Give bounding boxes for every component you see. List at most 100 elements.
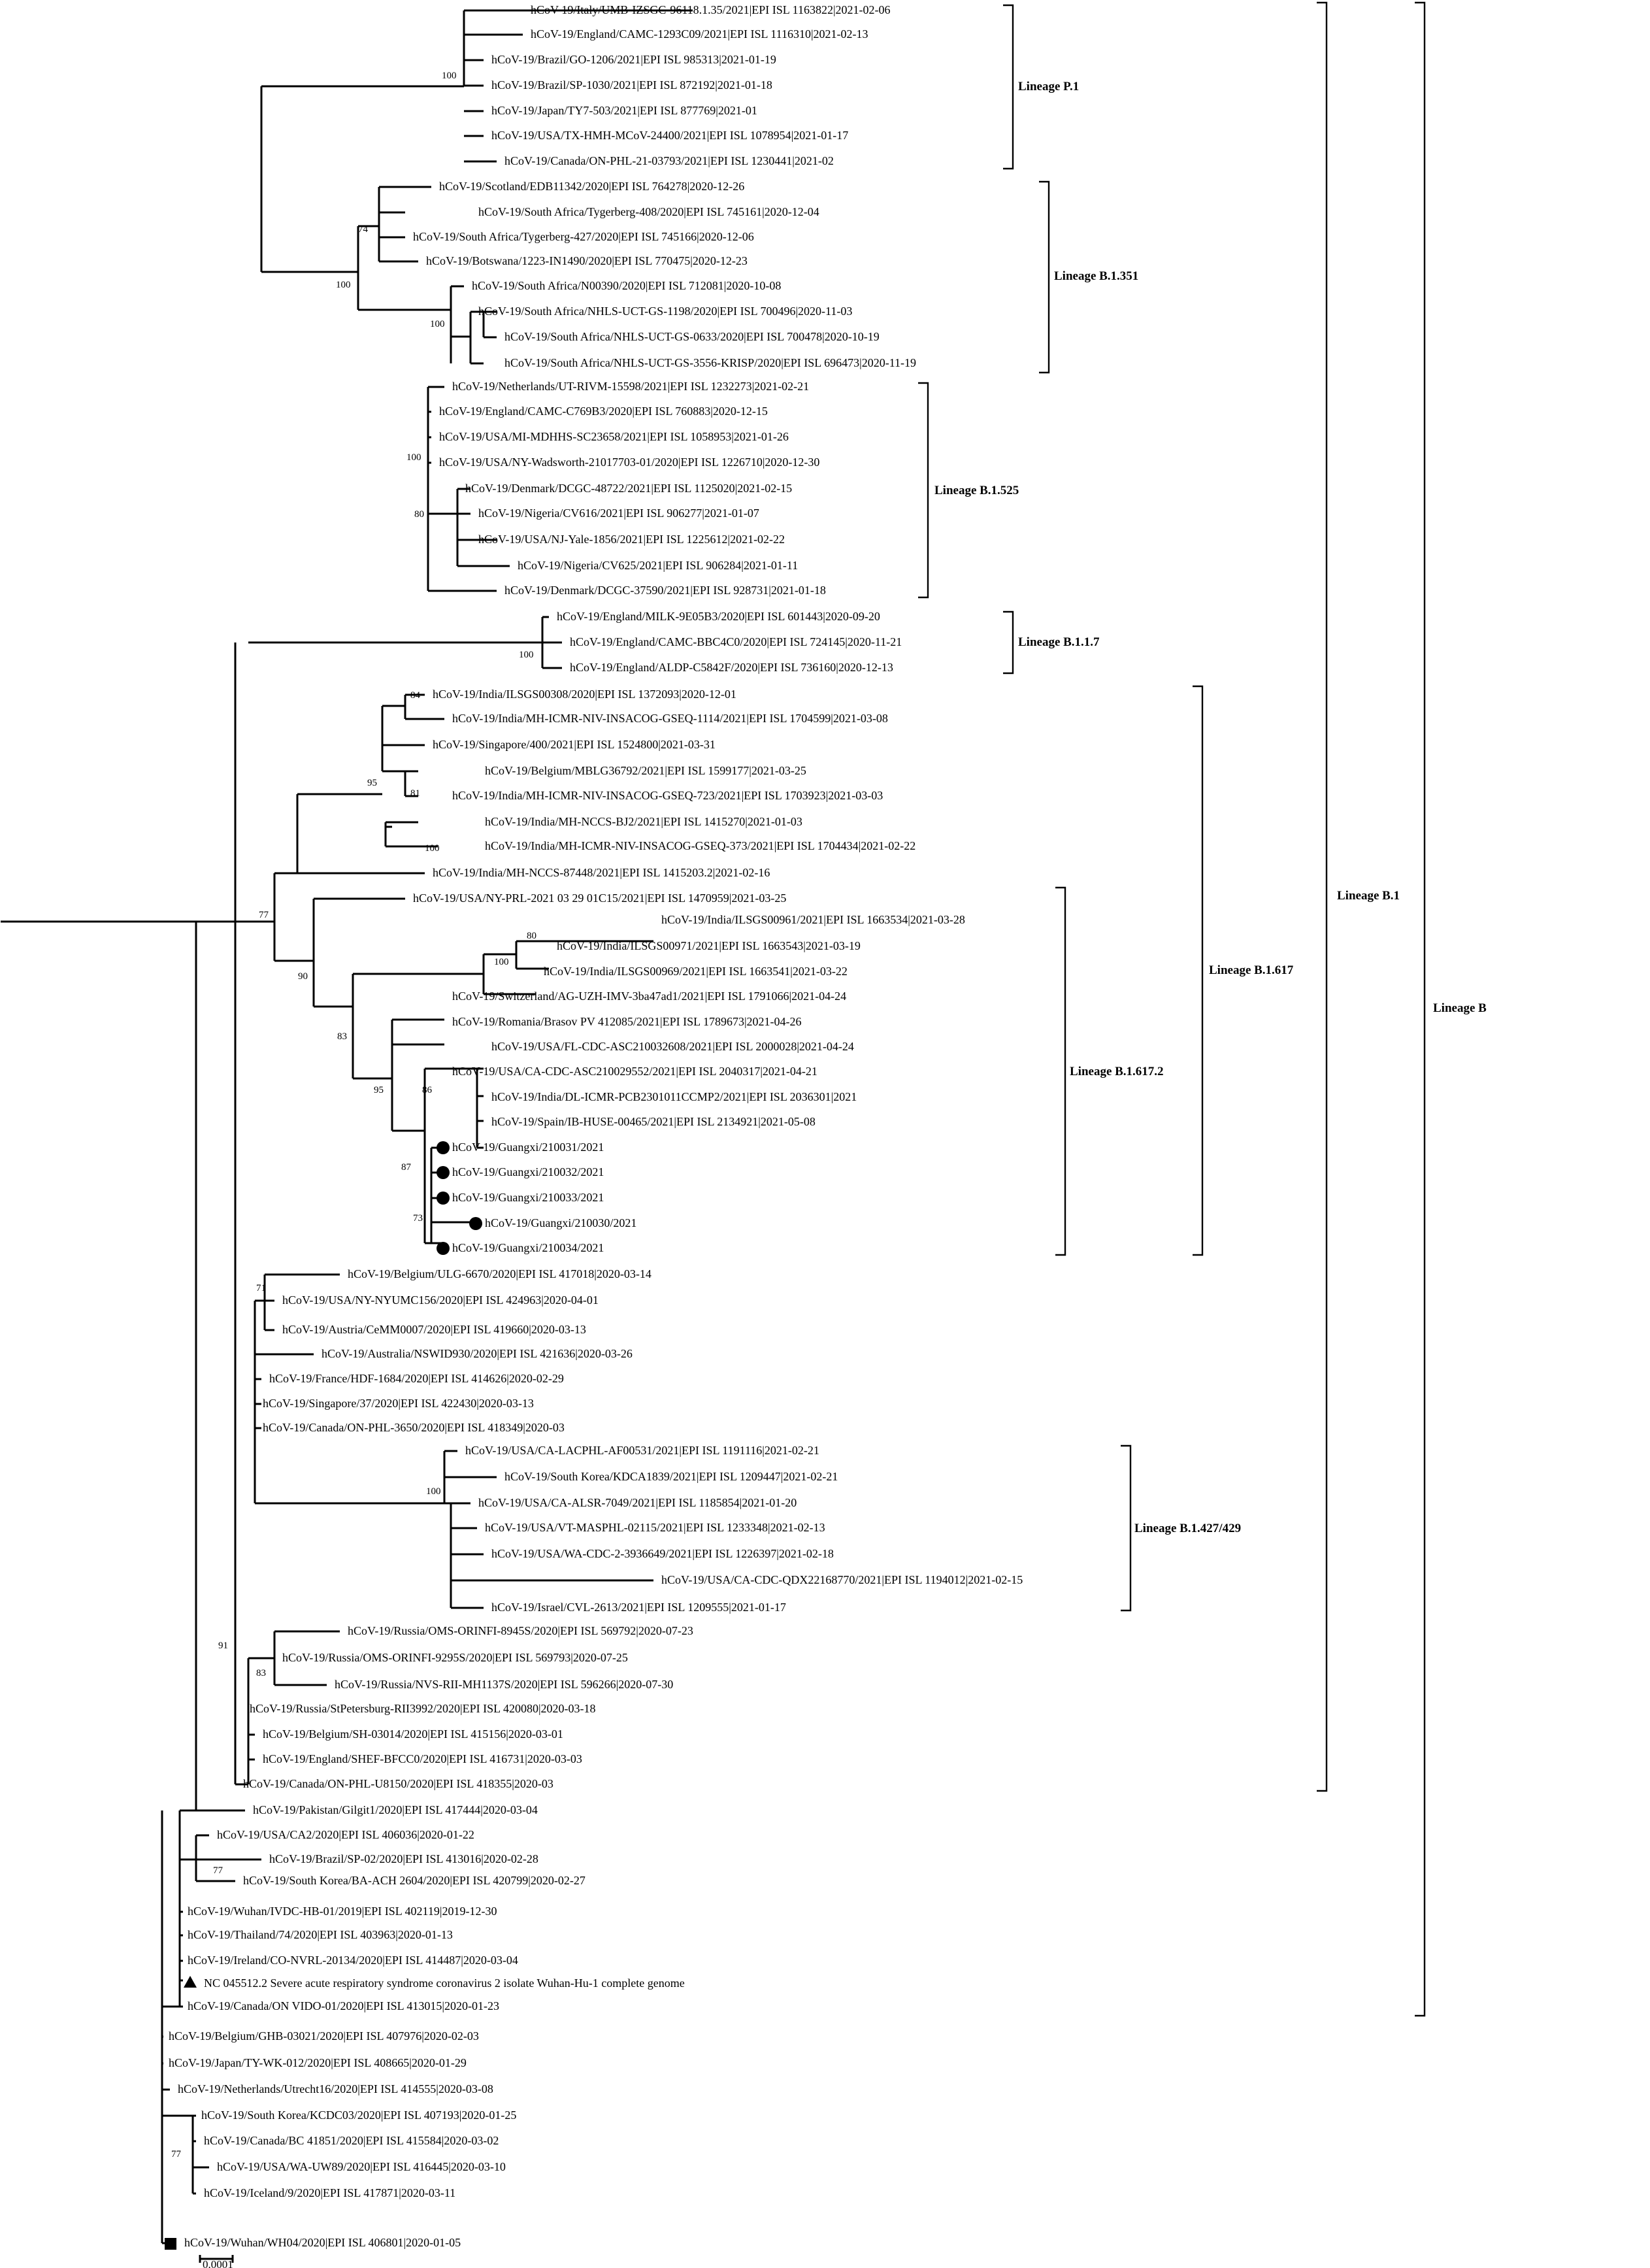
bootstrap-value: 83 xyxy=(337,1031,347,1042)
tip-label: hCoV-19/Brazil/SP-02/2020|EPI ISL 413016… xyxy=(269,1852,538,1865)
bootstrap-value: 91 xyxy=(218,1641,228,1651)
tip-label: hCoV-19/USA/CA2/2020|EPI ISL 406036|2020… xyxy=(217,1828,474,1841)
tip-label: hCoV-19/USA/WA-UW89/2020|EPI ISL 416445|… xyxy=(217,2160,506,2173)
tip-label: hCoV-19/Belgium/ULG-6670/2020|EPI ISL 41… xyxy=(348,1267,652,1280)
lineage-label-b1427: Lineage B.1.427/429 xyxy=(1134,1522,1241,1535)
tip-label: hCoV-19/Nigeria/CV625/2021|EPI ISL 90628… xyxy=(518,559,798,572)
tip-label: hCoV-19/India/MH-NCCS-87448/2021|EPI ISL… xyxy=(433,866,770,879)
tip-label: hCoV-19/Spain/IB-HUSE-00465/2021|EPI ISL… xyxy=(491,1115,816,1128)
scale-bar: 0.0001 xyxy=(199,2255,234,2268)
bracket-b1 xyxy=(1317,1,1328,1792)
bootstrap-value: 87 xyxy=(401,1162,412,1173)
bracket-b1617 xyxy=(1193,685,1204,1256)
tip-label: hCoV-19/Russia/OMS-ORINFI-8945S/2020|EPI… xyxy=(348,1624,693,1637)
tip-label: hCoV-19/Guangxi/210033/2021 xyxy=(452,1191,604,1204)
bootstrap-value: 81 xyxy=(410,788,420,799)
lineage-label-b1617: Lineage B.1.617 xyxy=(1209,963,1294,977)
tip-label: hCoV-19/India/ILSGS00971/2021|EPI ISL 16… xyxy=(557,939,861,952)
tip-label: hCoV-19/USA/NY-NYUMC156/2020|EPI ISL 424… xyxy=(282,1293,599,1307)
tip-label: hCoV-19/South Africa/Tygerberg-408/2020|… xyxy=(478,205,819,218)
tip-label: hCoV-19/Singapore/400/2021|EPI ISL 15248… xyxy=(433,738,716,751)
tip-label: hCoV-19/Russia/StPetersburg-RII3992/2020… xyxy=(250,1702,596,1715)
tip-label: hCoV-19/Wuhan/WH04/2020|EPI ISL 406801|2… xyxy=(184,2236,461,2249)
tip-label: hCoV-19/Brazil/SP-1030/2021|EPI ISL 8721… xyxy=(491,78,772,92)
bootstrap-value: 71 xyxy=(256,1283,266,1293)
bootstrap-value: 83 xyxy=(256,1668,266,1678)
tip-label: hCoV-19/England/CAMC-C769B3/2020|EPI ISL… xyxy=(439,405,768,418)
tip-label: hCoV-19/South Africa/NHLS-UCT-GS-3556-KR… xyxy=(504,356,916,369)
tip-label: hCoV-19/England/CAMC-BBC4C0/2020|EPI ISL… xyxy=(570,635,902,648)
tip-label: hCoV-19/USA/NJ-Yale-1856/2021|EPI ISL 12… xyxy=(478,533,785,546)
tip-label: hCoV-19/Pakistan/Gilgit1/2020|EPI ISL 41… xyxy=(253,1803,538,1816)
tip-label: hCoV-19/Ireland/CO-NVRL-20134/2020|EPI I… xyxy=(188,1954,518,1967)
tip-label: hCoV-19/Guangxi/210032/2021 xyxy=(452,1165,604,1178)
bootstrap-value: 95 xyxy=(367,778,377,788)
tip-label: hCoV-19/Guangxi/210030/2021 xyxy=(485,1216,636,1229)
bootstrap-value: 80 xyxy=(414,509,424,520)
tip-label: hCoV-19/Romania/Brasov PV 412085/2021|EP… xyxy=(452,1015,802,1028)
tip-label: hCoV-19/Netherlands/Utrecht16/2020|EPI I… xyxy=(178,2082,493,2095)
tip-label: hCoV-19/Canada/BC 41851/2020|EPI ISL 415… xyxy=(204,2134,499,2147)
bracket-b1351 xyxy=(1039,180,1050,374)
lineage-brackets: Lineage P.1 Lineage B.1.351 Lineage B.1.… xyxy=(918,1,1487,2017)
tip-label: hCoV-19/India/MH-ICMR-NIV-INSACOG-GSEQ-3… xyxy=(485,839,916,852)
tip-label: hCoV-19/England/MILK-9E05B3/2020|EPI ISL… xyxy=(557,610,880,623)
reference-genome-triangle-icon xyxy=(184,1976,197,1988)
tip-label: hCoV-19/South Korea/KCDC03/2020|EPI ISL … xyxy=(201,2109,516,2122)
tip-label: hCoV-19/Scotland/EDB11342/2020|EPI ISL 7… xyxy=(439,180,744,193)
bracket-b16172 xyxy=(1055,886,1066,1256)
bootstrap-value: 86 xyxy=(422,1085,433,1095)
tip-label: hCoV-19/France/HDF-1684/2020|EPI ISL 414… xyxy=(269,1372,564,1385)
tip-label: hCoV-19/USA/NY-PRL-2021 03 29 01C15/2021… xyxy=(413,892,786,905)
tip-label: hCoV-19/Canada/ON-PHL-3650/2020|EPI ISL … xyxy=(263,1421,565,1434)
bootstrap-value: 100 xyxy=(425,843,440,854)
tip-label: hCoV-19/Australia/NSWID930/2020|EPI ISL … xyxy=(322,1347,633,1360)
tip-label: hCoV-19/South Korea/BA-ACH 2604/2020|EPI… xyxy=(243,1874,586,1887)
bootstrap-value: 100 xyxy=(426,1486,441,1497)
bootstrap-value: 74 xyxy=(358,224,369,235)
tip-label: hCoV-19/Canada/ON VIDO-01/2020|EPI ISL 4… xyxy=(188,1999,499,2012)
tip-label: hCoV-19/Russia/OMS-ORINFI-9295S/2020|EPI… xyxy=(282,1651,628,1664)
bootstrap-value: 90 xyxy=(298,971,308,982)
bootstrap-value: 100 xyxy=(442,71,457,81)
bracket-b1525 xyxy=(918,382,929,599)
tip-label: hCoV-19/South Africa/N00390/2020|EPI ISL… xyxy=(472,279,781,292)
tip-label: hCoV-19/South Korea/KDCA1839/2021|EPI IS… xyxy=(504,1470,838,1483)
tip-label: hCoV-19/Thailand/74/2020|EPI ISL 403963|… xyxy=(188,1928,453,1941)
bracket-b1427 xyxy=(1121,1444,1132,1612)
tip-label: hCoV-19/Guangxi/210031/2021 xyxy=(452,1141,604,1154)
tip-label: hCoV-19/India/ILSGS00961/2021|EPI ISL 16… xyxy=(661,913,965,926)
tip-label: hCoV-19/Switzerland/AG-UZH-IMV-3ba47ad1/… xyxy=(452,990,846,1003)
tip-label: hCoV-19/Belgium/SH-03014/2020|EPI ISL 41… xyxy=(263,1727,563,1741)
bootstrap-value: 100 xyxy=(430,319,445,329)
bracket-p1 xyxy=(1003,4,1014,170)
guangxi-sample-marker xyxy=(437,1242,450,1255)
tip-label: hCoV-19/Guangxi/210034/2021 xyxy=(452,1241,604,1254)
tip-labels: hCoV-19/Italy/UMB-IZSGC-96118.1.35/2021|… xyxy=(169,3,1023,2249)
tip-label: hCoV-19/USA/MI-MDHHS-SC23658/2021|EPI IS… xyxy=(439,430,789,443)
tip-label: hCoV-19/Austria/CeMM0007/2020|EPI ISL 41… xyxy=(282,1323,586,1336)
tip-label: hCoV-19/India/ILSGS00308/2020|EPI ISL 13… xyxy=(433,688,736,701)
sample-markers xyxy=(165,1141,482,2250)
tip-label: hCoV-19/USA/FL-CDC-ASC210032608/2021|EPI… xyxy=(491,1040,854,1053)
bootstrap-value: 100 xyxy=(519,650,534,660)
tip-label: hCoV-19/Japan/TY7-503/2021|EPI ISL 87776… xyxy=(491,104,757,117)
tip-label: hCoV-19/Russia/NVS-RII-MH1137S/2020|EPI … xyxy=(335,1678,673,1691)
tip-label: hCoV-19/Singapore/37/2020|EPI ISL 422430… xyxy=(263,1397,534,1410)
guangxi-sample-marker xyxy=(437,1166,450,1179)
tip-label: hCoV-19/Nigeria/CV616/2021|EPI ISL 90627… xyxy=(478,507,759,520)
tip-label: hCoV-19/India/MH-ICMR-NIV-INSACOG-GSEQ-7… xyxy=(452,789,883,802)
tip-label: hCoV-19/Canada/ON-PHL-U8150/2020|EPI ISL… xyxy=(243,1777,553,1790)
bootstrap-value: 100 xyxy=(336,280,351,290)
tip-label: hCoV-19/India/DL-ICMR-PCB2301011CCMP2/20… xyxy=(491,1090,857,1103)
tip-label: hCoV-19/Brazil/GO-1206/2021|EPI ISL 9853… xyxy=(491,53,776,66)
tip-label: hCoV-19/Netherlands/UT-RIVM-15598/2021|E… xyxy=(452,380,809,393)
tip-label: hCoV-19/USA/CA-CDC-ASC210029552/2021|EPI… xyxy=(452,1065,817,1078)
lineage-label-b117: Lineage B.1.1.7 xyxy=(1018,635,1100,649)
tip-label: hCoV-19/England/CAMC-1293C09/2021|EPI IS… xyxy=(531,27,868,41)
bracket-b xyxy=(1415,1,1426,2017)
tip-label: hCoV-19/Italy/UMB-IZSGC-96118.1.35/2021|… xyxy=(531,3,891,16)
tip-label: hCoV-19/England/SHEF-BFCC0/2020|EPI ISL … xyxy=(263,1752,582,1765)
tip-label: hCoV-19/Belgium/MBLG36792/2021|EPI ISL 1… xyxy=(485,764,806,777)
tip-label: NC 045512.2 Severe acute respiratory syn… xyxy=(204,1976,685,1990)
